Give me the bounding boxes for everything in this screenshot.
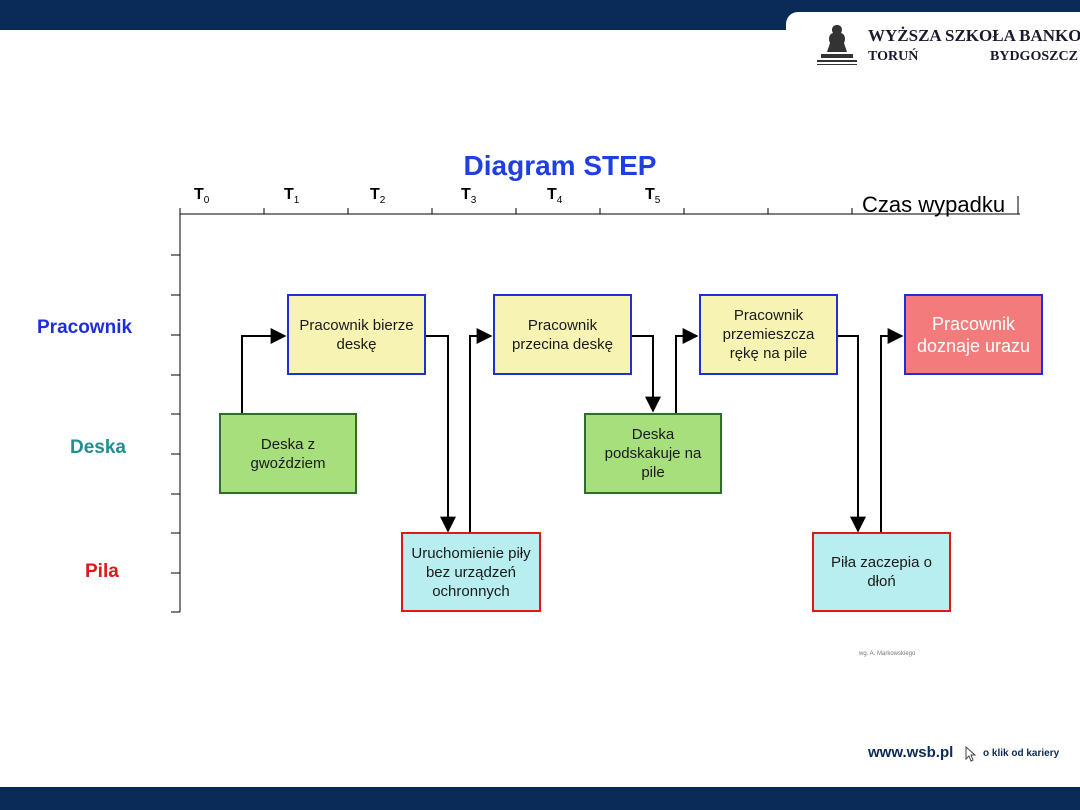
arrow-saw-to-injury	[880, 328, 904, 533]
footer-slogan: o klik od kariery	[983, 748, 1060, 759]
footer-bar	[0, 787, 1080, 810]
tick-t2: T2	[370, 186, 386, 207]
crest-icon	[817, 25, 857, 65]
arrow-worker-to-saw-2	[838, 335, 866, 533]
row-label-board: Deska	[70, 437, 126, 458]
time-axis-caption: Czas wypadku	[862, 192, 1006, 217]
school-name: WYŻSZA SZKOŁA BANKOWA	[868, 26, 1080, 45]
row-label-worker: Pracownik	[37, 317, 133, 338]
arrow-board-to-worker-2	[675, 328, 699, 414]
city-torun: TORUŃ	[868, 49, 919, 64]
arrow-board-to-worker	[241, 328, 287, 414]
tick-t5: T5	[645, 186, 661, 207]
tick-t0: T0	[194, 186, 210, 207]
row-label-saw: Pila	[85, 561, 119, 582]
city-bydgoszcz: BYDGOSZCZ	[990, 49, 1078, 64]
event-worker-cuts-board: Pracownik przecina deskę	[493, 294, 632, 375]
arrow-saw-to-worker	[469, 328, 493, 533]
footer-url-link[interactable]: www.wsb.pl	[868, 744, 954, 761]
event-worker-moves-hand: Pracownik przemieszcza rękę na pile	[699, 294, 838, 375]
event-saw-started: Uruchomienie piły bez urządzeń ochronnyc…	[401, 532, 541, 612]
event-worker-injured: Pracownik doznaje urazu	[904, 294, 1043, 375]
event-worker-takes-board: Pracownik bierze deskę	[287, 294, 426, 375]
arrow-worker-to-board	[632, 335, 661, 413]
tick-t3: T3	[461, 186, 477, 207]
credit-note: wg. A. Markowskiego	[859, 651, 916, 657]
tick-t1: T1	[284, 186, 300, 207]
arrow-worker-to-saw	[426, 335, 456, 533]
event-board-nail: Deska z gwoździem	[219, 413, 357, 494]
event-saw-catches-hand: Piła zaczepia o dłoń	[812, 532, 951, 612]
tick-t4: T4	[547, 186, 563, 207]
event-board-jumps: Deska podskakuje na pile	[584, 413, 722, 494]
cursor-icon	[965, 746, 977, 762]
diagram-title: Diagram STEP	[463, 150, 657, 181]
footer-panel	[0, 767, 858, 787]
